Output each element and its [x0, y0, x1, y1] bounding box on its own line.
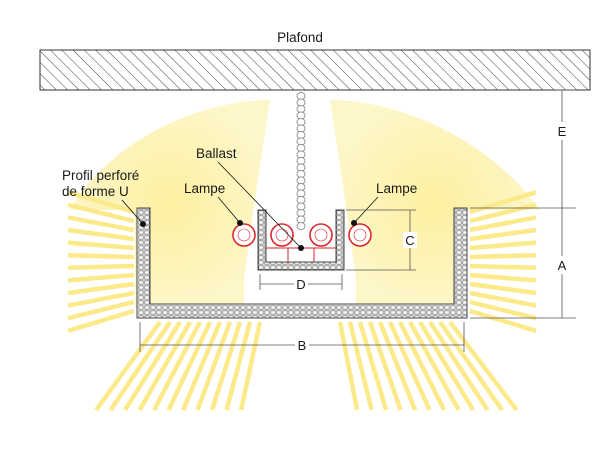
- light-ray: [67, 308, 135, 333]
- perforated-u-profile: [136, 207, 468, 319]
- dimension-labels: E A C D B: [294, 122, 569, 353]
- light-ray: [469, 290, 537, 308]
- light-ray: [438, 320, 504, 412]
- light-ray: [195, 321, 233, 411]
- light-ray: [428, 320, 490, 412]
- lamp-left-leader: [217, 196, 241, 224]
- light-ray: [387, 321, 432, 411]
- light-ray: [67, 299, 135, 321]
- light-ray: [67, 202, 135, 224]
- annotations: Profil perforé de forme U Ballast Lampe …: [62, 146, 417, 251]
- light-ray: [469, 240, 537, 251]
- dim-c-label: C: [405, 233, 414, 248]
- light-ray: [469, 190, 537, 215]
- dim-d-label: D: [296, 277, 305, 292]
- light-ray: [67, 190, 135, 215]
- light-ray: [67, 240, 135, 251]
- fluorescent-lamp-icon: [270, 223, 294, 247]
- light-ray: [347, 321, 374, 411]
- light-ray: [181, 321, 223, 411]
- ballast-leader: [217, 161, 302, 249]
- ceiling: Plafond: [39, 30, 591, 91]
- light-ray: [108, 320, 172, 412]
- profile-outer: [136, 207, 468, 319]
- dim-a-label: A: [558, 258, 567, 273]
- light-ray: [357, 321, 389, 411]
- light-ray: [367, 321, 403, 411]
- chain-link: [296, 221, 306, 231]
- light-ray: [94, 320, 162, 412]
- light-ray: [469, 308, 537, 333]
- profile-leader: [121, 199, 144, 225]
- light-ray: [67, 215, 135, 233]
- upward-light-right: [330, 100, 540, 308]
- ballast-housing-shape: [257, 209, 345, 271]
- fluorescent-lamp-icon: [348, 223, 372, 247]
- suspension-chain-icon: [296, 91, 306, 231]
- lamp-right-leader-dot: [351, 220, 357, 226]
- light-ray: [377, 321, 418, 411]
- light-ray: [123, 320, 182, 412]
- light-ray: [408, 320, 461, 412]
- light-ray: [209, 321, 243, 411]
- light-ray: [469, 227, 537, 242]
- fluorescent-lamp-icon: [309, 223, 333, 247]
- upward-light: [70, 100, 540, 308]
- light-ray: [469, 299, 537, 321]
- profile-label-line2: de forme U: [62, 184, 129, 199]
- dim-b-label: B: [298, 338, 307, 353]
- light-ray: [469, 215, 537, 233]
- light-ray: [397, 320, 447, 412]
- light-ray: [469, 202, 537, 224]
- light-ray: [418, 320, 476, 412]
- upward-light-left: [70, 100, 270, 308]
- light-rays: [67, 190, 537, 412]
- light-ray: [67, 290, 135, 308]
- light-ray: [469, 281, 537, 296]
- light-ray: [166, 321, 213, 411]
- light-ray: [469, 252, 537, 260]
- light-ray: [152, 320, 202, 412]
- light-ray: [469, 272, 537, 283]
- light-ray: [448, 320, 519, 412]
- lamp-right-label: Lampe: [376, 181, 417, 196]
- ballast-label: Ballast: [196, 146, 237, 161]
- dim-e-label: E: [558, 124, 567, 139]
- light-ray: [67, 281, 135, 296]
- light-ray: [238, 321, 263, 411]
- light-ray: [224, 321, 253, 411]
- light-ray: [337, 321, 360, 411]
- ceiling-hatch-icon: [39, 49, 591, 91]
- profile-label-line1: Profil perforé: [62, 168, 139, 183]
- light-ray: [67, 263, 135, 271]
- light-ray: [137, 320, 192, 412]
- ballast-leader-dot: [298, 245, 304, 251]
- lamp-left-label: Lampe: [184, 181, 225, 196]
- light-ray: [67, 252, 135, 260]
- light-ray: [67, 227, 135, 242]
- ceiling-label: Plafond: [277, 30, 323, 45]
- lamp-left-leader-dot: [237, 220, 243, 226]
- light-ray: [469, 263, 537, 271]
- fluorescent-lamp-icon: [232, 223, 256, 247]
- light-ray: [67, 272, 135, 283]
